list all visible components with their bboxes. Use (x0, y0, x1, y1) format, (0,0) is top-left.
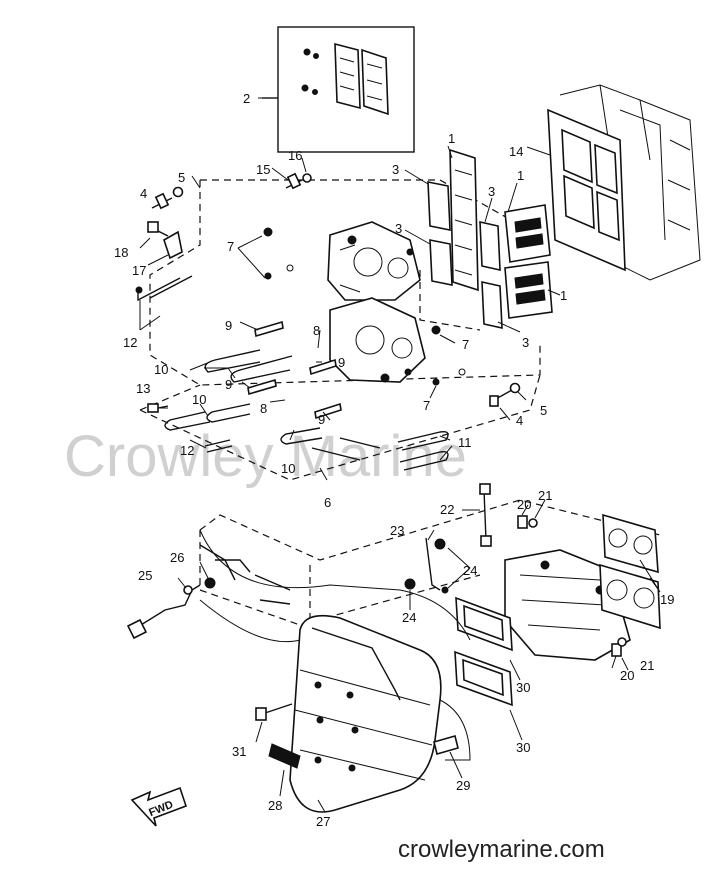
clip-26 (199, 544, 291, 605)
leader-lines (139, 97, 661, 813)
label-plate-28 (268, 743, 301, 769)
callout-4: 4 (516, 413, 523, 428)
callout-8: 8 (313, 323, 320, 338)
callout-3: 3 (392, 162, 399, 177)
callout-13: 13 (136, 381, 150, 396)
dashed-outline-lower (199, 499, 661, 626)
callout-19: 19 (660, 592, 674, 607)
callout-7: 7 (423, 398, 430, 413)
site-url: crowleymarine.com (398, 836, 605, 863)
hose-23-fittings-24 (404, 537, 449, 594)
hoses-10 (164, 349, 381, 461)
reed-valve-assembly-upper (504, 204, 551, 263)
fuel-joint-25 (126, 584, 201, 640)
callout-7: 7 (462, 337, 469, 352)
callout-1: 1 (560, 288, 567, 303)
callout-9: 9 (318, 412, 325, 427)
callout-31: 31 (232, 744, 246, 759)
callout-2: 2 (243, 91, 250, 106)
callout-30: 30 (516, 740, 530, 755)
grommet-29 (433, 735, 459, 755)
bolt-31 (255, 703, 293, 721)
callout-8: 8 (260, 401, 267, 416)
callout-23: 23 (390, 523, 404, 538)
callout-1: 1 (448, 131, 455, 146)
hoses-9 (247, 320, 342, 420)
callout-10: 10 (154, 362, 168, 377)
callout-6: 6 (324, 495, 331, 510)
screw-18-bracket-17 (147, 221, 183, 260)
bracket-12 (135, 275, 193, 302)
callout-10: 10 (192, 392, 206, 407)
gaskets-19 (599, 513, 661, 630)
duct-outline (199, 529, 471, 643)
screws-20-21 (517, 515, 627, 657)
callout-9: 9 (225, 318, 232, 333)
fittings-7 (263, 227, 466, 386)
callout-26: 26 (170, 550, 184, 565)
screw-15-washer-16 (285, 172, 312, 190)
hose-22 (479, 483, 492, 547)
watermark-text: Crowley Marine (64, 424, 467, 489)
reed-gaskets (427, 181, 503, 330)
callout-30: 30 (516, 680, 530, 695)
callout-20: 20 (517, 497, 531, 512)
callout-15: 15 (256, 162, 270, 177)
callout-4: 4 (140, 186, 147, 201)
callout-9: 9 (338, 355, 345, 370)
callout-11: 11 (458, 435, 472, 450)
gasket-14 (547, 108, 626, 272)
dashed-outline-upper (139, 179, 541, 481)
screw-4-washer-5-upper (151, 186, 184, 210)
callout-1: 1 (517, 168, 524, 183)
callout-5: 5 (178, 170, 185, 185)
callout-16: 16 (288, 148, 302, 163)
inset-box-part-2 (262, 26, 415, 153)
callout-29: 29 (456, 778, 470, 793)
callout-24: 24 (402, 610, 416, 625)
callout-21: 21 (538, 488, 552, 503)
callout-17: 17 (132, 263, 146, 278)
reed-plate-1 (449, 148, 479, 292)
callout-28: 28 (268, 798, 282, 813)
callout-21: 21 (640, 658, 654, 673)
callout-12: 12 (123, 335, 137, 350)
callout-22: 22 (440, 502, 454, 517)
callout-12: 12 (180, 443, 194, 458)
callout-25: 25 (138, 568, 152, 583)
callout-27: 27 (316, 814, 330, 829)
callout-18: 18 (114, 245, 128, 260)
callout-10: 10 (281, 461, 295, 476)
callout-7: 7 (227, 239, 234, 254)
fwd-arrow-icon: FWD (130, 786, 188, 827)
carburetor-upper (327, 221, 421, 301)
callout-14: 14 (509, 144, 523, 159)
reed-valve-assembly-lower (504, 261, 553, 319)
callout-3: 3 (395, 221, 402, 236)
silencer-cover-27 (289, 614, 471, 813)
hoses-11 (397, 430, 449, 471)
callout-3: 3 (522, 335, 529, 350)
callout-labels: 1 1 1 2 3 3 3 3 4 4 5 5 6 7 7 7 8 8 9 9 … (114, 91, 674, 829)
callout-9: 9 (225, 377, 232, 392)
callout-5: 5 (540, 403, 547, 418)
callout-20: 20 (620, 668, 634, 683)
callout-3: 3 (488, 184, 495, 199)
gaskets-30 (454, 596, 513, 707)
callout-24: 24 (463, 563, 477, 578)
